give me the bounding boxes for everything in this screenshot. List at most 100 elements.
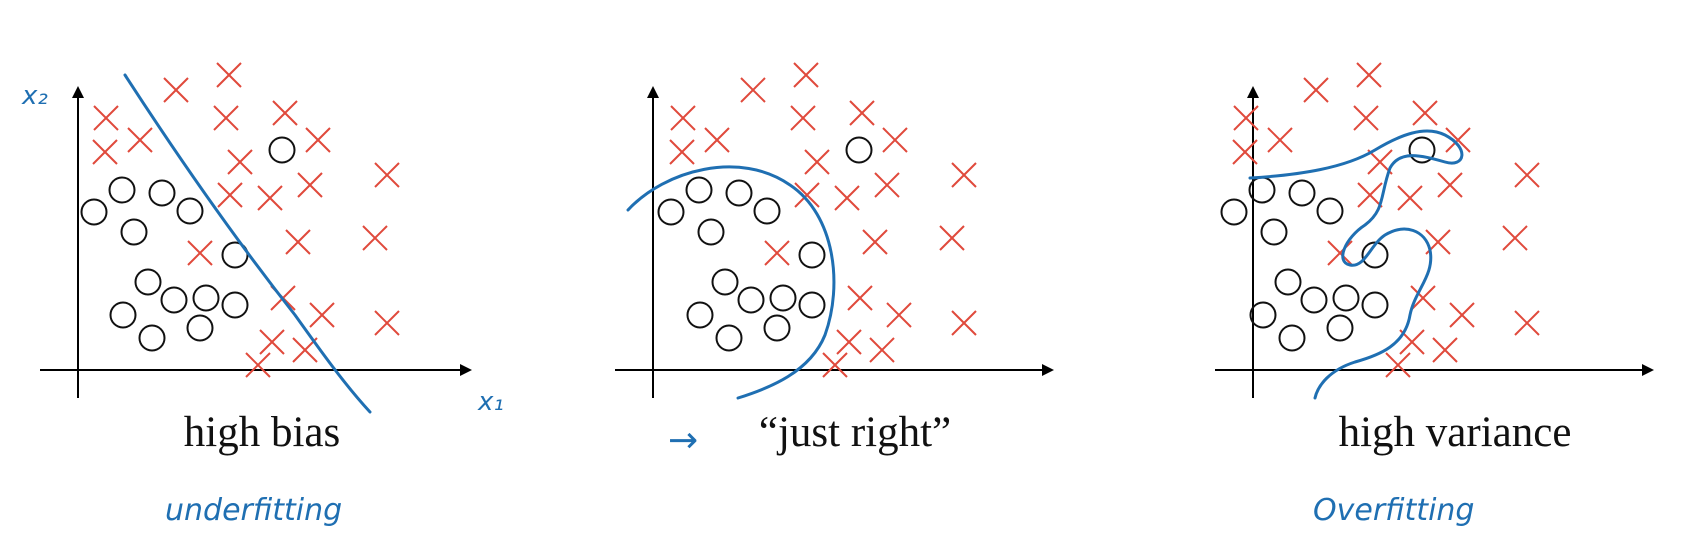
circle-mark [192,284,220,312]
cross-mark [362,225,388,251]
panel-caption: high bias [184,409,340,456]
circle-mark [711,268,739,296]
decision-boundary-wiggly [1248,129,1464,400]
cross-mark [272,100,298,126]
circle-mark [1274,268,1302,296]
handwritten-note: underfitting [165,493,342,528]
decision-boundary-curve [626,165,836,400]
cross-mark [285,229,311,255]
panel-high-variance: high variance Overfitting [1215,62,1654,528]
circle-mark [753,197,781,225]
cross-mark [92,139,118,165]
cross-mark [822,352,848,378]
cross-mark [793,62,819,88]
cross-mark [1385,352,1411,378]
cross-mark [886,302,912,328]
cross-mark [374,310,400,336]
circle-mark [176,197,204,225]
circle-mark [109,301,137,329]
x1-axis-label: x₁ [477,387,504,417]
cross-mark [213,105,239,131]
circle-mark [1249,301,1277,329]
circle-mark [769,284,797,312]
panel-just-right: → “just right” [615,62,1054,461]
arrow-glyph: → [668,420,698,461]
cross-mark [939,225,965,251]
cross-mark [882,127,908,153]
cross-mark [187,240,213,266]
cross-mark [790,105,816,131]
cross-mark [127,127,153,153]
circle-mark [798,241,826,269]
cross-mark [1267,127,1293,153]
circle-mark [845,136,873,164]
cross-mark [670,105,696,131]
cross-mark [804,149,830,175]
cross-mark [1445,127,1471,153]
circle-mark [221,291,249,319]
circle-mark [1316,197,1344,225]
cross-mark [257,185,283,211]
cross-mark [764,240,790,266]
cross-mark [1502,225,1528,251]
cross-mark [1514,162,1540,188]
circle-mark [1361,291,1389,319]
panel-caption: “just right” [759,409,951,456]
circle-mark [134,268,162,296]
cross-mark [1356,62,1382,88]
cross-mark [93,105,119,131]
circle-mark [725,179,753,207]
circle-mark [80,198,108,226]
cross-mark [1303,77,1329,103]
circle-mark [138,324,166,352]
cross-mark [1232,139,1258,165]
circle-mark [1288,179,1316,207]
cross-mark [874,172,900,198]
cross-mark [836,329,862,355]
cross-mark [704,127,730,153]
cross-mark [305,127,331,153]
circle-mark [108,176,136,204]
cross-mark [1397,185,1423,211]
cross-mark [1357,182,1383,208]
circle-mark [1408,136,1436,164]
circle-mark [715,324,743,352]
cross-mark [227,149,253,175]
cross-mark [794,182,820,208]
handwritten-note: Overfitting [1313,493,1474,528]
cross-mark [1412,100,1438,126]
circle-mark [697,218,725,246]
cross-mark [847,285,873,311]
cross-mark [374,162,400,188]
cross-mark [1432,337,1458,363]
circle-mark [686,301,714,329]
panel-high-bias: x₂ x₁ high bias underfitting [21,62,504,528]
cross-mark [259,329,285,355]
circle-mark [1361,241,1389,269]
cross-mark [862,229,888,255]
cross-mark [869,337,895,363]
circle-mark [1326,314,1354,342]
decision-boundary-linear [123,73,372,414]
circle-mark [1260,218,1288,246]
cross-mark [834,185,860,211]
cross-mark [245,352,271,378]
cross-mark [951,162,977,188]
circle-mark [268,136,296,164]
circle-mark [763,314,791,342]
circle-mark [737,286,765,314]
circle-mark [798,291,826,319]
cross-mark [163,77,189,103]
circle-mark [148,179,176,207]
cross-mark [1327,240,1353,266]
cross-mark [216,62,242,88]
cross-mark [309,302,335,328]
cross-mark [1437,172,1463,198]
cross-mark [1449,302,1475,328]
panel-caption: high variance [1339,409,1572,456]
cross-mark [1514,310,1540,336]
cross-mark [740,77,766,103]
circle-mark [1332,284,1360,312]
cross-mark [1410,285,1436,311]
